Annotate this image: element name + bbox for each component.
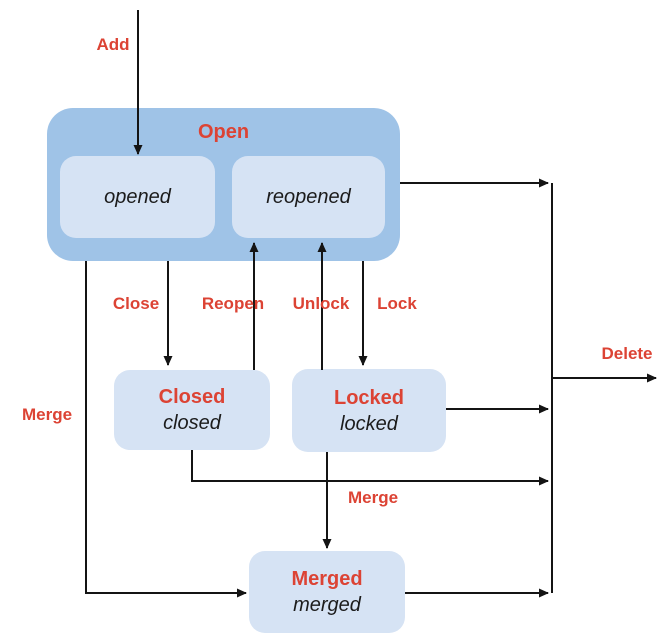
state-closed-title: Closed <box>158 386 226 408</box>
edge-label-unlock: Unlock <box>292 294 350 313</box>
edge-closed-to-delete <box>191 450 549 486</box>
edge-label-delete: Delete <box>601 344 653 363</box>
edge-label-merge-bottom: Merge <box>347 488 399 507</box>
edge-label-close: Close <box>112 294 160 313</box>
state-opened-label: opened <box>104 185 171 208</box>
edge-label-add: Add <box>96 35 130 54</box>
state-merged: Merged merged <box>249 551 405 633</box>
edge-label-lock: Lock <box>377 294 417 313</box>
state-merged-title: Merged <box>291 568 363 590</box>
open-group-title: Open <box>197 121 250 143</box>
state-group-open: Open opened reopened <box>47 108 400 261</box>
state-closed: Closed closed <box>114 370 270 450</box>
state-reopened: reopened <box>232 156 385 238</box>
state-opened: opened <box>60 156 215 238</box>
state-locked: Locked locked <box>292 369 446 452</box>
state-merged-subtitle: merged <box>293 594 361 616</box>
state-closed-subtitle: closed <box>163 412 221 434</box>
state-locked-subtitle: locked <box>340 412 398 435</box>
state-reopened-label: reopened <box>266 185 351 208</box>
edge-label-reopen: Reopen <box>201 294 265 313</box>
state-locked-title: Locked <box>333 386 405 409</box>
edge-label-merge-left: Merge <box>21 405 73 424</box>
